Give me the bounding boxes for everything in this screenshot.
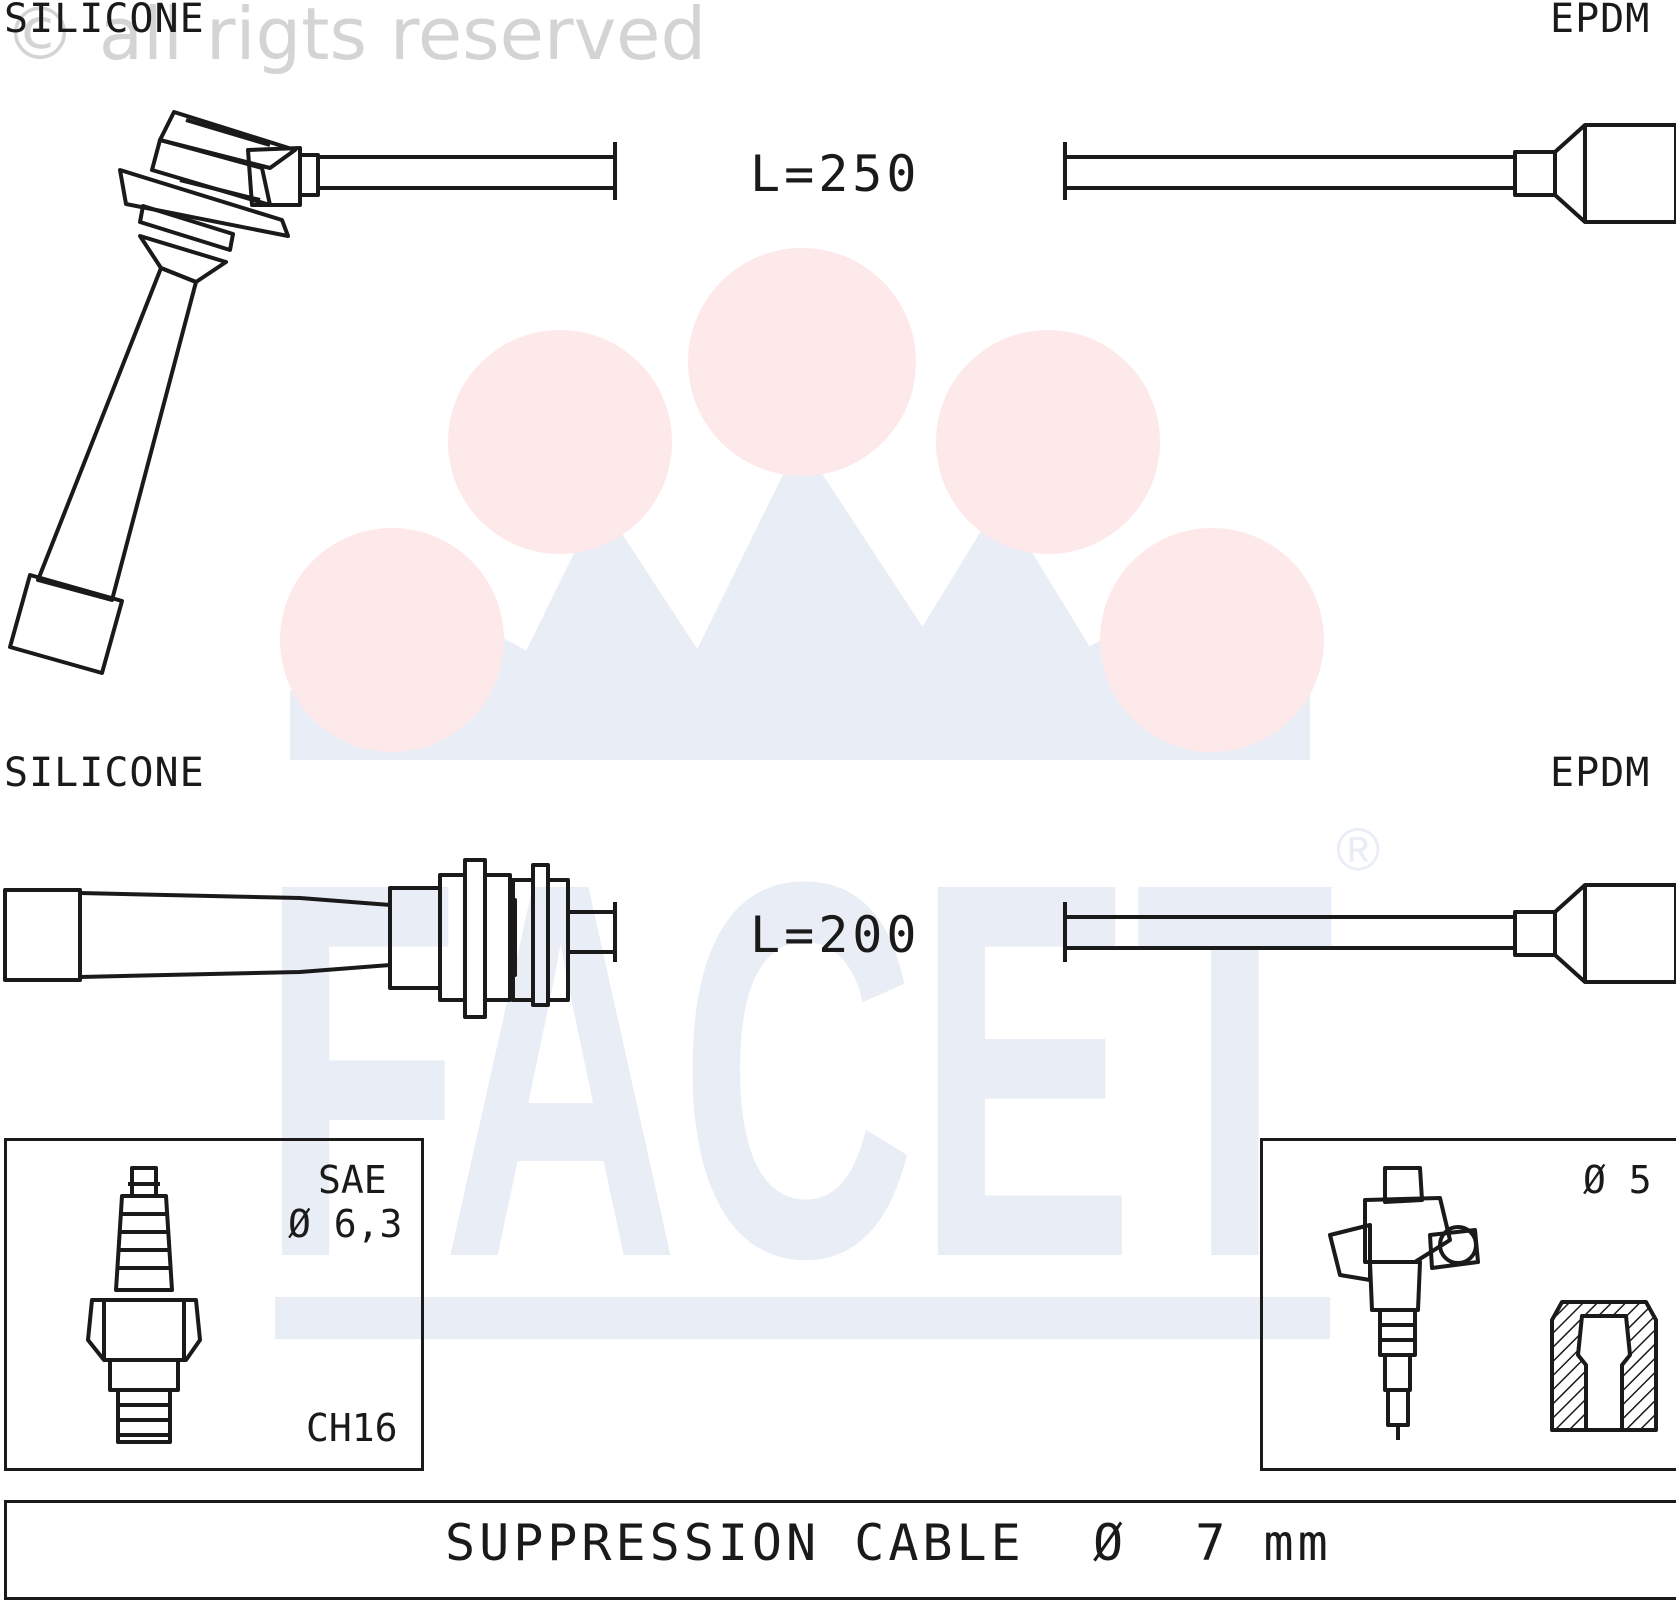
spark-plug-hex-size: CH16 [306,1406,398,1450]
logo-dots [280,248,1324,752]
cable-1-straight-boot [1063,123,1676,224]
coil-diameter: Ø 5 [1583,1158,1652,1202]
logo-dot-1 [280,528,504,752]
logo-brand-text: FACET [260,772,1335,1369]
cable-1-right-material: EPDM [1550,0,1651,42]
logo-underline [275,1297,1330,1339]
logo-registered-mark: ® [1336,816,1380,883]
cable-2-flanged-boot [3,858,617,1019]
ignition-coil-icon [1328,1166,1480,1440]
spark-plug-diameter: Ø 6,3 [288,1202,403,1246]
spark-plug-icon [86,1166,202,1444]
cable-2-left-material: SILICONE [4,750,205,796]
cable-1-length: L=250 [750,145,921,203]
cable-1-left-material: SILICONE [4,0,205,42]
cable-2-length: L=200 [750,906,921,964]
logo-dot-4 [936,330,1160,554]
cable-2-straight-boot [1063,883,1676,984]
spark-plug-standard: SAE [318,1158,387,1202]
cable-2-right-material: EPDM [1550,750,1651,796]
footer-description: SUPPRESSION CABLE Ø 7 mm [445,1514,1332,1572]
spark-plug-box [4,1138,424,1471]
logo-dot-3 [688,248,916,476]
cable-1-angled-boot [8,110,617,675]
terminal-section-icon [1550,1300,1658,1432]
logo-dot-5 [1100,528,1324,752]
copyright-watermark: © all rigts reserved [4,0,707,76]
coil-box [1260,1138,1676,1471]
logo-dot-2 [448,330,672,554]
